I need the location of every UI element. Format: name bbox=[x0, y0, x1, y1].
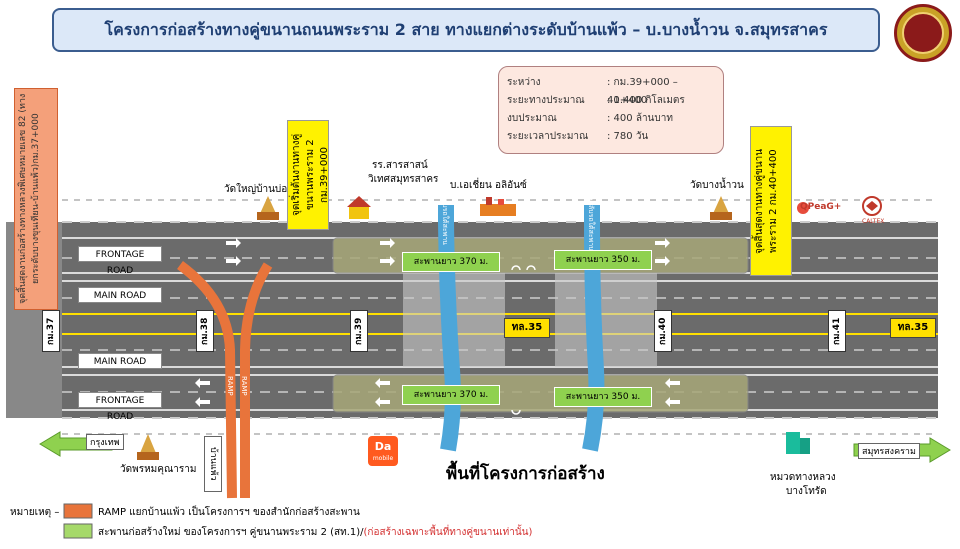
department-seal-icon bbox=[894, 4, 952, 62]
direction-samut-songkhram: สมุทรสงคราม bbox=[858, 443, 920, 459]
underpass-zone bbox=[555, 273, 657, 367]
brand-text: QPeaG+ bbox=[800, 202, 842, 212]
info-value: : กม.39+000 – 40+400 bbox=[607, 77, 678, 106]
dmobile-logo-text-2: mobile bbox=[372, 455, 394, 462]
traffic-arrows bbox=[195, 238, 680, 407]
place-highway-office-2: บางโทรัด bbox=[786, 486, 827, 497]
km-marker: กม.37 bbox=[42, 310, 60, 352]
highway-label: ทล.35 bbox=[504, 318, 550, 338]
building-icon bbox=[786, 432, 810, 454]
lane-label-main-top: MAIN ROAD bbox=[78, 287, 162, 303]
legend-swatch-bridge bbox=[63, 523, 93, 539]
u-turn-icons bbox=[511, 265, 536, 415]
legend-ramp-text: RAMP แยกบ้านแพ้ว เป็นโครงการฯ ของสำนักก่… bbox=[98, 507, 360, 518]
place-school: รร.สารสาสน์ bbox=[372, 160, 428, 171]
factory-icon bbox=[480, 197, 516, 216]
legend-bridge-text-a: สะพานก่อสร้างใหม่ ของโครงการฯ คู่ขนานพระ… bbox=[98, 527, 364, 538]
temple-icon bbox=[257, 196, 279, 220]
km-marker: กม.39 bbox=[350, 310, 368, 352]
project-info-box: ระหว่าง : กม.39+000 – 40+400 ระยะทางประมา… bbox=[498, 66, 724, 154]
lane-label-frontage-top: FRONTAGE ROAD bbox=[78, 246, 162, 276]
crossing-label: จุดกลับรถใต้สะพาน bbox=[441, 186, 449, 245]
info-value: : 400 ล้านบาท bbox=[607, 113, 673, 124]
lane-label-frontage-bottom: FRONTAGE ROAD bbox=[78, 392, 162, 422]
dmobile-logo-icon bbox=[368, 436, 398, 466]
school-icon bbox=[347, 196, 371, 219]
place-highway-office: หมวดทางหลวง bbox=[770, 472, 836, 483]
crossing-label: จุดกลับรถใต้สะพาน bbox=[587, 192, 595, 251]
place-asian-alliance: บ.เอเชี่ยน อลิอันซ์ bbox=[450, 180, 527, 191]
ban-phaeo-sign: บ้านแพ้ว bbox=[204, 436, 222, 492]
canal-left bbox=[438, 205, 461, 452]
bridge-label: สะพานยาว 350 ม. bbox=[554, 250, 652, 270]
ptt-logo-icon bbox=[797, 202, 809, 214]
project-area-top bbox=[332, 237, 749, 274]
direction-bangkok: กรุงเทพ bbox=[86, 434, 124, 450]
bridge-label: สะพานยาว 370 ม. bbox=[402, 385, 500, 405]
km-marker: กม.38 bbox=[196, 310, 214, 352]
ramp-left bbox=[177, 260, 237, 499]
ramp-label: RAMP bbox=[226, 376, 234, 396]
info-label: งบประมาณ bbox=[507, 113, 557, 124]
brand-text-2: CALTEX bbox=[862, 218, 885, 225]
legend-bridge-text-b: (ก่อสร้างเฉพาะพื้นที่ทางคู่ขนานเท่านั้น) bbox=[363, 527, 533, 538]
previous-project-sign: จุดสิ้นสุดงานก่อสร้างทางหลวงพิเศษหมายเลข… bbox=[14, 88, 58, 310]
dmobile-logo-text: Da bbox=[374, 440, 392, 453]
legend-bridge-text: สะพานก่อสร้างใหม่ ของโครงการฯ คู่ขนานพระ… bbox=[98, 525, 532, 540]
ramp-right bbox=[240, 262, 273, 498]
lane-label-main-bottom: MAIN ROAD bbox=[78, 353, 162, 369]
place-wat-yai: วัดใหญ่บ้านบ่อ bbox=[224, 184, 288, 195]
info-value: : 780 วัน bbox=[607, 131, 649, 142]
km-marker: กม.41 bbox=[828, 310, 846, 352]
legend-title: หมายเหตุ – bbox=[10, 507, 60, 518]
info-label: ระยะเวลาประมาณ bbox=[507, 131, 589, 142]
project-start-sign: จุดเริ่มต้นงานทางคู่ขนานพระราม 2 กม.39+0… bbox=[287, 120, 330, 230]
project-area-label: พื้นที่โครงการก่อสร้าง bbox=[446, 464, 605, 484]
page-title: โครงการก่อสร้างทางคู่ขนานถนนพระราม 2 สาย… bbox=[104, 19, 828, 39]
temple-icon bbox=[710, 196, 732, 220]
temple-icon bbox=[137, 434, 159, 460]
project-area-bottom bbox=[332, 374, 749, 413]
legend-swatch-ramp bbox=[63, 503, 93, 519]
bridge-label: สะพานยาว 350 ม. bbox=[554, 387, 652, 407]
place-school-2: วิเทศสมุทรสาคร bbox=[368, 174, 439, 185]
km-marker: กม.40 bbox=[654, 310, 672, 352]
title-banner: โครงการก่อสร้างทางคู่ขนานถนนพระราม 2 สาย… bbox=[52, 8, 880, 52]
highway-label: ทล.35 bbox=[890, 318, 936, 338]
place-wat-prom: วัดพรหมคุณาราม bbox=[120, 464, 197, 475]
place-wat-bang: วัดบางน้ำวน bbox=[690, 180, 744, 191]
info-value: : 1.400 กิโลเมตร bbox=[607, 95, 685, 106]
ramp-label: RAMP bbox=[240, 376, 248, 396]
info-label: ระยะทางประมาณ bbox=[507, 95, 585, 106]
info-label: ระหว่าง bbox=[507, 77, 541, 88]
bridge-label: สะพานยาว 370 ม. bbox=[402, 252, 500, 272]
project-end-sign: จุดสิ้นสุดงานทางคู่ขนานพระราม 2 กม.40+40… bbox=[750, 126, 792, 276]
